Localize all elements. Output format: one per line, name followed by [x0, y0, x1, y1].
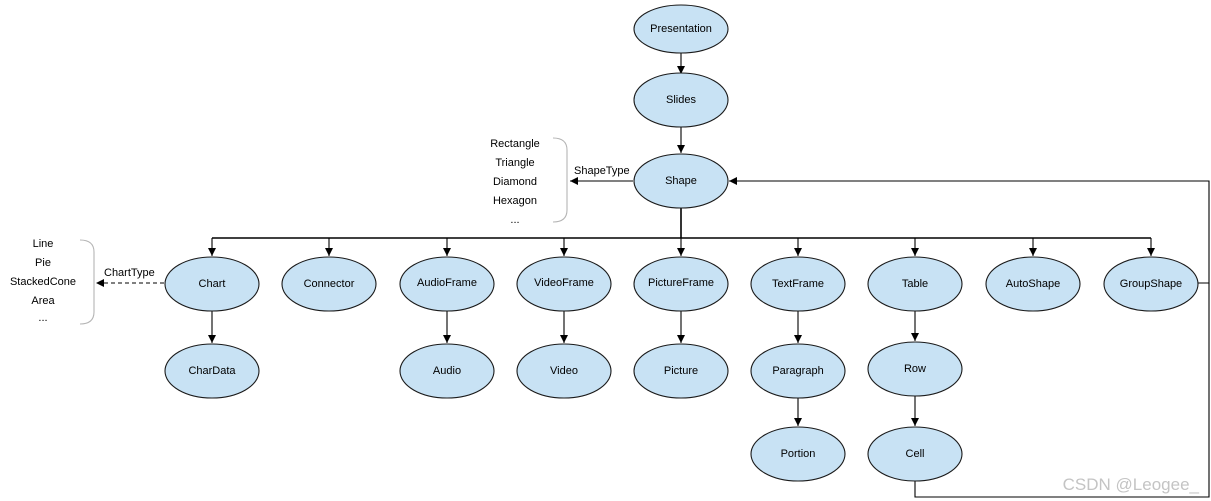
node-pictureframe-label: PictureFrame	[648, 277, 714, 289]
node-chardata: CharData	[164, 343, 260, 399]
shape-type-item: Rectangle	[490, 138, 540, 150]
node-groupshape: GroupShape	[1103, 256, 1199, 312]
node-paragraph-label: Paragraph	[772, 365, 823, 377]
chart-type-item: Area	[31, 295, 55, 307]
node-video: Video	[516, 343, 612, 399]
watermark: CSDN @Leogee_	[1062, 475, 1199, 494]
chart-type-list: Line Pie StackedCone Area ...	[10, 238, 76, 324]
node-autoshape: AutoShape	[985, 256, 1081, 312]
shapetype-label: ShapeType	[574, 165, 630, 177]
node-audio: Audio	[399, 343, 495, 399]
node-chart-label: Chart	[199, 278, 226, 290]
node-row-label: Row	[904, 363, 926, 375]
node-chart: Chart	[164, 256, 260, 312]
chart-type-item: Pie	[35, 257, 51, 269]
node-videoframe: VideoFrame	[516, 256, 612, 312]
node-groupshape-label: GroupShape	[1120, 278, 1182, 290]
node-autoshape-label: AutoShape	[1006, 278, 1060, 290]
node-cell: Cell	[867, 426, 963, 482]
node-picture: Picture	[633, 343, 729, 399]
charttype-label: ChartType	[104, 267, 155, 279]
node-presentation-label: Presentation	[650, 23, 712, 35]
node-audio-label: Audio	[433, 365, 461, 377]
shape-type-item: Triangle	[495, 157, 534, 169]
chart-type-item: ...	[38, 312, 47, 324]
node-connector-label: Connector	[304, 278, 355, 290]
node-chardata-label: CharData	[188, 365, 236, 377]
node-pictureframe: PictureFrame	[633, 256, 729, 312]
chart-type-item: Line	[33, 238, 54, 250]
edge-groupshape-shape-loop	[729, 177, 1210, 284]
node-picture-label: Picture	[664, 365, 698, 377]
node-shape-label: Shape	[665, 175, 697, 187]
shapetype-brace	[552, 137, 568, 223]
node-cell-label: Cell	[906, 448, 925, 460]
node-portion: Portion	[750, 426, 846, 482]
node-table-label: Table	[902, 278, 928, 290]
edge-cell-shape-loop	[914, 283, 1210, 498]
node-presentation: Presentation	[633, 4, 729, 54]
node-textframe: TextFrame	[750, 256, 846, 312]
node-audioframe-label: AudioFrame	[417, 277, 477, 289]
node-slides: Slides	[633, 72, 729, 128]
node-table: Table	[867, 256, 963, 312]
node-row: Row	[867, 341, 963, 397]
charttype-brace	[79, 239, 95, 325]
node-audioframe: AudioFrame	[399, 256, 495, 312]
shape-type-item: Diamond	[493, 176, 537, 188]
node-textframe-label: TextFrame	[772, 278, 824, 290]
shape-type-item: ...	[510, 214, 519, 226]
node-video-label: Video	[550, 365, 578, 377]
node-connector: Connector	[281, 256, 377, 312]
node-slides-label: Slides	[666, 94, 696, 106]
node-videoframe-label: VideoFrame	[534, 277, 594, 289]
chart-type-item: StackedCone	[10, 276, 76, 288]
node-shape: Shape	[633, 153, 729, 209]
shape-type-item: Hexagon	[493, 195, 537, 207]
shape-type-list: Rectangle Triangle Diamond Hexagon ...	[490, 138, 540, 226]
node-portion-label: Portion	[781, 448, 816, 460]
node-paragraph: Paragraph	[750, 343, 846, 399]
